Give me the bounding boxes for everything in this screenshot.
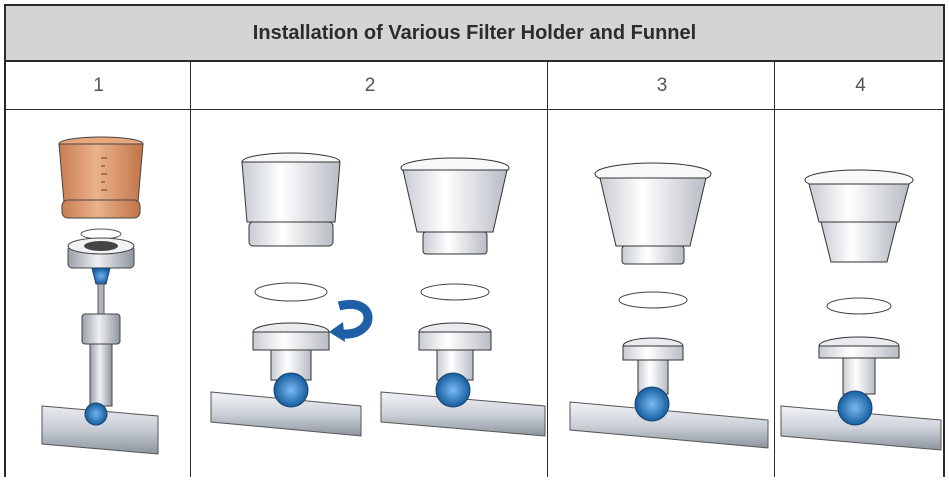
valve-knob-icon	[273, 372, 309, 408]
step-1-illustration	[41, 136, 159, 455]
valve-knob-icon	[84, 402, 108, 426]
cup-funnel-icon	[400, 157, 510, 255]
filter-holder-icon	[252, 322, 330, 381]
valve-knob-icon	[634, 386, 670, 422]
step-number-3: 3	[656, 74, 668, 96]
divider-1	[190, 62, 191, 477]
o-ring-icon	[618, 291, 688, 309]
o-ring-icon	[254, 282, 328, 302]
divider-2	[547, 62, 548, 477]
o-ring-icon	[420, 283, 490, 301]
pipe-icon	[380, 391, 546, 437]
valve-knob-icon	[435, 372, 471, 408]
step-number-1: 1	[93, 74, 104, 96]
step-4-illustration	[780, 169, 942, 451]
filter-holder-icon	[67, 237, 135, 269]
table-header: Installation of Various Filter Holder an…	[4, 4, 945, 62]
manifold-valve-icon	[81, 313, 121, 407]
valve-connector-icon	[91, 267, 111, 285]
filter-holder-icon	[818, 336, 900, 395]
divider-3	[774, 62, 775, 477]
pipe-icon	[41, 405, 159, 455]
o-ring-icon	[826, 297, 892, 315]
filter-holder-icon	[418, 322, 492, 381]
valve-knob-icon	[837, 390, 873, 426]
step-number-row: 1 2 3 4	[4, 62, 945, 110]
table-title: Installation of Various Filter Holder an…	[252, 21, 697, 44]
filter-holder-icon	[622, 337, 684, 395]
installation-table: Installation of Various Filter Holder an…	[4, 4, 945, 477]
step-2-illustration	[210, 152, 546, 437]
rotate-arrow-icon	[337, 299, 373, 339]
left-border	[4, 62, 6, 477]
cup-funnel-icon	[594, 162, 712, 265]
cup-funnel-icon	[241, 152, 341, 247]
step-number-2: 2	[364, 74, 376, 96]
funnel-orange-icon	[58, 136, 144, 219]
pipe-icon	[569, 401, 769, 449]
pipe-icon	[780, 405, 942, 451]
cup-funnel-icon	[804, 169, 914, 263]
pipe-icon	[210, 391, 362, 437]
right-border	[943, 62, 945, 477]
step-number-4: 4	[855, 74, 866, 96]
step-3-illustration	[569, 162, 769, 449]
